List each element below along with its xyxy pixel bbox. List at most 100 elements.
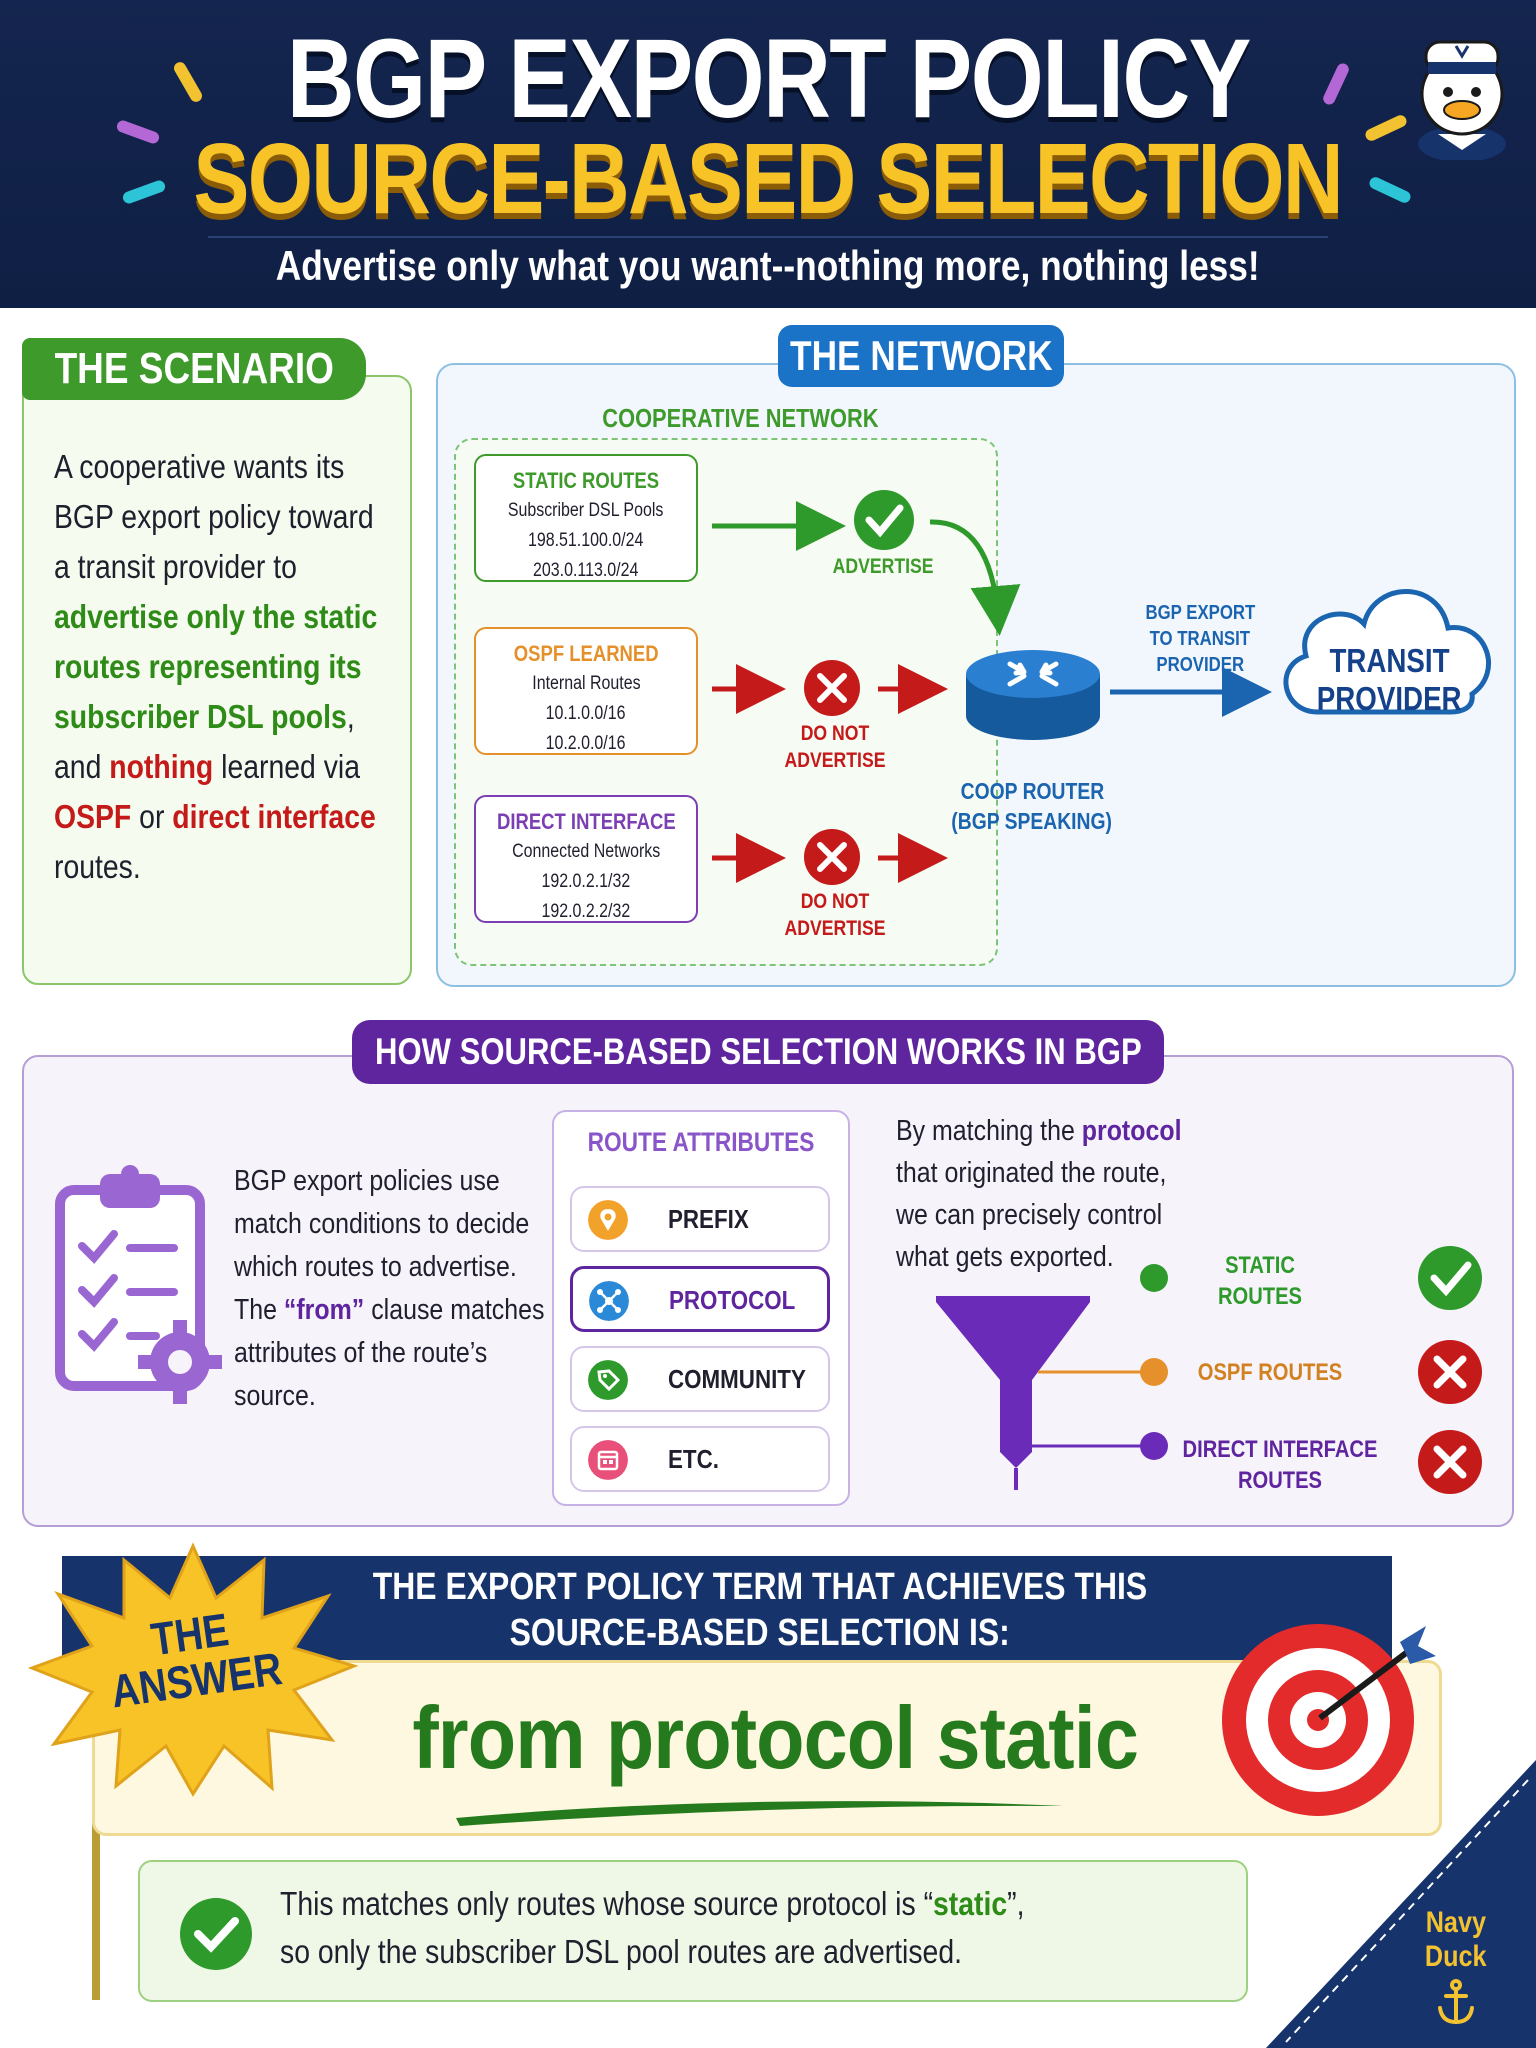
scenario-line: and nothing learned via [54, 742, 360, 792]
scenario-text-span: routes. [54, 848, 141, 885]
x-circle-icon [1418, 1430, 1482, 1494]
static-keyword: static [933, 1885, 1008, 1922]
router-name: COOP ROUTER [960, 778, 1104, 804]
network-tag-label: THE NETWORK [789, 332, 1053, 379]
advertise-text: ADVERTISE [784, 917, 886, 940]
result-text: DIRECT INTERFACE [1182, 1436, 1378, 1463]
x-circle-icon [804, 660, 860, 716]
title-line-1: BGP EXPORT POLICY [286, 15, 1252, 141]
tag-icon [588, 1360, 628, 1400]
do-not-advertise-label: DO NOT ADVERTISE [760, 888, 910, 948]
page-subtitle: Advertise only what you want--nothing mo… [0, 240, 1536, 292]
scenario-line: routes. [54, 842, 346, 892]
checklist-gear-icon [55, 1165, 222, 1404]
network-nodes-icon [589, 1281, 629, 1321]
answer-starburst [28, 1542, 358, 1797]
advertise-arrow [712, 501, 1021, 636]
answer-heading-line: THE EXPORT POLICY TERM THAT ACHIEVES THI… [372, 1566, 1148, 1608]
check-icon [180, 1898, 252, 1970]
sailor-duck-icon [1418, 40, 1506, 160]
scenario-highlight-red: OSPF [54, 798, 132, 835]
brush-underline [456, 1801, 1064, 1826]
scenario-line: a transit provider to [54, 542, 346, 592]
do-not-text: DO NOT [800, 722, 870, 745]
title-line-2: SOURCE-BASED SELECTION [193, 122, 1344, 235]
direct-prefix: 192.0.2.2/32 [541, 901, 631, 922]
brand-corner [1266, 1760, 1536, 2048]
match-text-span: what gets exported. [896, 1241, 1114, 1273]
explanation-span: ”, [1007, 1885, 1025, 1922]
router-icon [966, 650, 1100, 740]
export-text: BGP EXPORT [1145, 602, 1255, 624]
x-circle-icon [804, 829, 860, 885]
scenario-text-span: BGP export policy toward [54, 498, 374, 535]
result-ospf-label: OSPF ROUTES [1160, 1356, 1380, 1388]
scenario-line: A cooperative wants its [54, 442, 346, 492]
match-explanation: By matching the protocol that originated… [896, 1110, 1196, 1278]
result-text: ROUTES [1217, 1283, 1302, 1310]
ospf-learned-card: OSPF LEARNED Internal Routes 10.1.0.0/16… [474, 627, 698, 755]
brand-text: Duck [1425, 1940, 1487, 1973]
how-text-span: The [234, 1294, 284, 1326]
attribute-label: PROTOCOL [669, 1284, 796, 1315]
attribute-label: PREFIX [668, 1203, 749, 1234]
check-icon [854, 490, 914, 550]
how-line: attributes of the route’s [234, 1332, 492, 1375]
result-direct-label: DIRECT INTERFACE ROUTES [1160, 1434, 1400, 1496]
router-label: COOP ROUTER (BGP SPEAKING) [912, 774, 1152, 838]
how-it-works-text: BGP export policies use match conditions… [234, 1160, 544, 1418]
explanation-panel [138, 1860, 1248, 2002]
attribute-etc: ETC. [570, 1426, 830, 1492]
cloud-icon [1283, 589, 1491, 715]
explanation-line: This matches only routes whose source pr… [280, 1880, 1106, 1928]
funnel-icon [936, 1296, 1090, 1490]
how-tag-label: HOW SOURCE-BASED SELECTION WORKS IN BGP [374, 1031, 1142, 1072]
scenario-text: A cooperative wants its BGP export polic… [54, 442, 394, 892]
ospf-learned-title: OSPF LEARNED [513, 641, 659, 666]
answer-heading-line: SOURCE-BASED SELECTION IS: [509, 1612, 1011, 1654]
scenario-line: routes representing its [54, 642, 362, 692]
explanation-span: This matches only routes whose source pr… [280, 1885, 934, 1922]
map-pin-icon [588, 1200, 628, 1240]
static-routes-title: STATIC ROUTES [512, 468, 660, 493]
result-ospf-line [1038, 1358, 1168, 1386]
cooperative-network-label: COOPERATIVE NETWORK [520, 400, 960, 436]
network-flow-graphics [712, 490, 1272, 885]
header-divider [208, 236, 1328, 238]
how-line: match conditions to decide [234, 1203, 529, 1246]
scenario-text-span: a transit provider to [54, 548, 297, 585]
attribute-label: ETC. [668, 1443, 719, 1474]
coop-label-text: COOPERATIVE NETWORK [601, 402, 879, 433]
how-text-span: attributes of the route’s [234, 1337, 488, 1369]
how-text-span: clause matches [364, 1294, 545, 1326]
anchor-icon [1438, 1979, 1474, 2025]
protocol-keyword: protocol [1081, 1115, 1182, 1147]
explanation-text: This matches only routes whose source pr… [280, 1880, 1240, 1976]
direct-prefix: 192.0.2.1/32 [541, 871, 631, 892]
export-text: TO TRANSIT [1149, 628, 1251, 650]
result-text: ROUTES [1237, 1467, 1322, 1494]
match-text-span: we can precisely control [896, 1199, 1163, 1231]
attributes-title-text: ROUTE ATTRIBUTES [587, 1126, 815, 1157]
advertise-label: ADVERTISE [818, 552, 948, 582]
match-line: that originated the route, [896, 1152, 1166, 1194]
attribute-community: COMMUNITY [570, 1346, 830, 1412]
advertise-text: ADVERTISE [832, 555, 934, 578]
answer-code-text: from protocol static [412, 1688, 1139, 1787]
attribute-prefix: PREFIX [570, 1186, 830, 1252]
transit-text: TRANSIT [1328, 642, 1450, 679]
match-line: we can precisely control [896, 1194, 1162, 1236]
navy-duck-logo: Navy Duck [1400, 1900, 1512, 1980]
scenario-text-span: and [54, 748, 110, 785]
direct-interface-card: DIRECT INTERFACE Connected Networks 192.… [474, 795, 698, 923]
scenario-text-span: , [346, 698, 355, 735]
target-icon [1222, 1624, 1436, 1816]
scenario-highlight-green: advertise only the static [54, 598, 378, 635]
route-attributes-title: ROUTE ATTRIBUTES [556, 1124, 846, 1160]
scenario-line: BGP export policy toward [54, 492, 374, 542]
export-text: PROVIDER [1156, 654, 1244, 676]
explanation-line: so only the subscriber DSL pool routes a… [280, 1933, 963, 1970]
do-not-advertise-label: DO NOT ADVERTISE [760, 720, 910, 780]
answer-heading: THE EXPORT POLICY TERM THAT ACHIEVES THI… [320, 1562, 1200, 1658]
how-line: which routes to advertise. [234, 1246, 517, 1289]
